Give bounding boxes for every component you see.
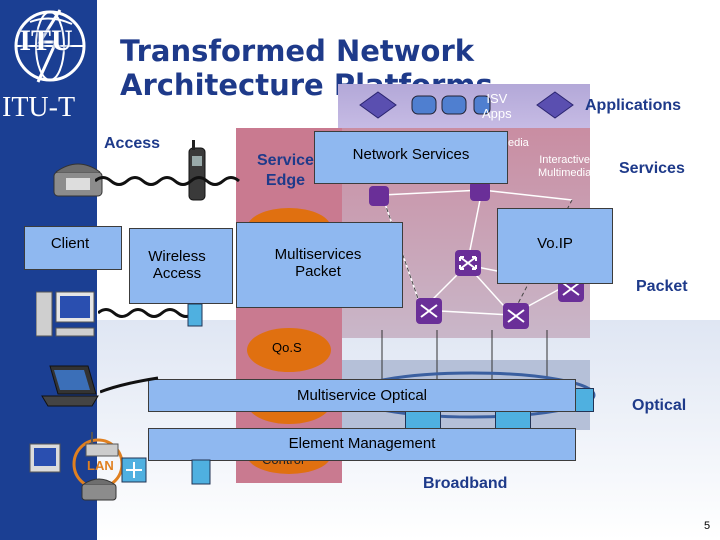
client-label: Client: [50, 235, 90, 252]
qos-label: Qo.S: [272, 340, 302, 355]
multiservices-packet-box: [236, 222, 403, 308]
server-stack-icon: [473, 95, 491, 115]
desktop-pc-icon: [29, 443, 61, 473]
qos-ellipse: [247, 328, 331, 372]
router-icon: [455, 250, 481, 276]
network-services-box: [314, 131, 508, 184]
access-switch-icon: [187, 303, 203, 327]
voip-box: [497, 208, 613, 284]
multiservice-optical-label: Multiservice Optical: [296, 387, 428, 404]
wireless-access-label: Wireless Access: [148, 248, 206, 282]
router-icon: [503, 303, 529, 329]
page-number: 5: [704, 520, 711, 532]
access-layer-label: Access: [104, 135, 161, 152]
packet-layer-label: Packet: [636, 278, 688, 295]
multiservice-optical-box: [148, 379, 576, 412]
isv-apps-label: ISV Apps: [482, 91, 512, 121]
server-stack-icon: [536, 91, 574, 119]
server-stack-icon: [359, 91, 397, 119]
service-edge-label: Service Edge: [257, 152, 314, 189]
server-stack-icon: [411, 95, 467, 115]
broadband-layer-label: Broadband: [423, 475, 508, 492]
network-services-label: Network Services: [352, 146, 470, 163]
access-cable: [98, 308, 195, 318]
laptop-icon: [41, 365, 99, 407]
services-layer-label: Services: [619, 160, 685, 177]
lan-label: LAN: [87, 458, 114, 473]
itu-globe-icon: [14, 9, 86, 83]
voip-label: Vo.IP: [537, 235, 573, 252]
applications-layer-label: Applications: [585, 97, 682, 114]
router-icon: [470, 181, 490, 201]
router-icon: [416, 298, 442, 324]
itu-emblem-text: ITU: [19, 24, 73, 57]
media-label: edia: [508, 137, 529, 149]
client-box: [24, 226, 122, 270]
hub-icon: [121, 457, 147, 483]
itu-sector-label: ITU-T: [2, 92, 76, 123]
access-cable: [95, 176, 240, 186]
access-switch-icon: [191, 459, 211, 485]
wireless-router-icon: [85, 432, 119, 457]
multiservices-packet-label: Multiservices Packet: [274, 246, 362, 280]
cell-phone-icon: [188, 140, 206, 201]
optical-layer-label: Optical: [632, 397, 687, 414]
interactive-multimedia-label: Interactive Multimedia: [538, 154, 592, 179]
element-management-box: [148, 428, 576, 461]
desktop-pc-icon: [36, 291, 95, 337]
element-management-label: Element Management: [288, 435, 436, 452]
telephone-icon: [53, 163, 103, 197]
wireless-access-box: [129, 228, 233, 304]
access-cable: [100, 376, 159, 394]
router-icon: [369, 186, 389, 206]
telephone-icon: [81, 478, 117, 501]
